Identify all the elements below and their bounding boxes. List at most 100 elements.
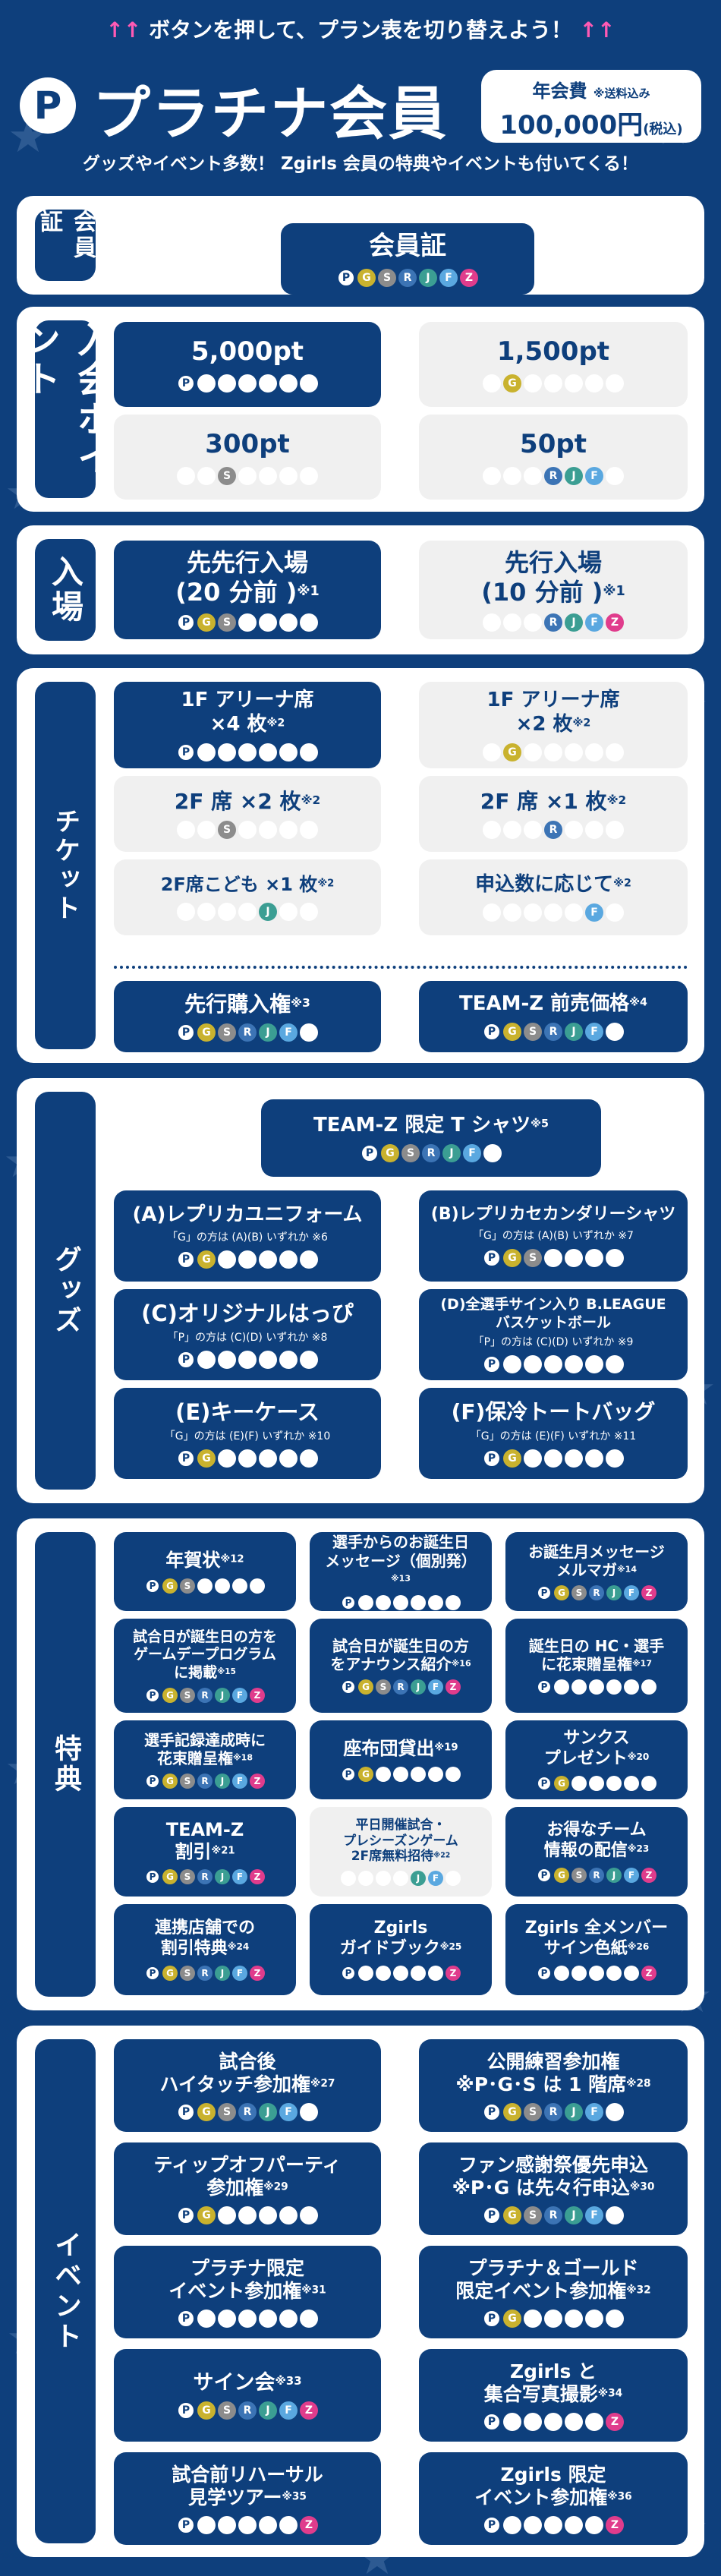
benefit-title-text: Zgirls 全メンバー サイン色紙 xyxy=(524,1919,669,1958)
section-label: 入場 xyxy=(35,539,96,641)
tier-badge-r: R xyxy=(544,466,562,485)
benefit-title: お誕生月メッセージ メルマガ※14 xyxy=(528,1543,665,1580)
tier-badge-p: P xyxy=(177,743,195,761)
tier-badge-s: S xyxy=(524,2206,542,2224)
tier-badge-g: G xyxy=(554,1679,569,1695)
tier-badge-p: P xyxy=(341,1679,356,1695)
section-label-text: グッズ xyxy=(50,1245,81,1336)
tier-badge-g: G xyxy=(358,1965,373,1981)
tier-badge-p: P xyxy=(483,466,501,485)
benefit-title: Zgirls 限定 イベント参加権※36 xyxy=(474,2464,632,2510)
section-label: イベント xyxy=(35,2039,96,2543)
tier-badge-j: J xyxy=(411,1679,426,1695)
tier-badge-p: P xyxy=(537,1965,552,1981)
benefit-title: Zgirls と 集合写真撮影※34 xyxy=(484,2360,623,2407)
tier-badge-z: Z xyxy=(606,1354,624,1373)
footnote-ref: ※13 xyxy=(390,1573,411,1584)
tier-badge-r: R xyxy=(393,1965,408,1981)
tier-badge-r: R xyxy=(238,2206,257,2224)
benefit-title-text: お誕生月メッセージ メルマガ xyxy=(528,1542,665,1579)
tier-badge-g: G xyxy=(197,466,216,485)
tier-badge-s: S xyxy=(218,1023,236,1042)
tier-badge-p: P xyxy=(145,1774,160,1789)
tier-badge-z: Z xyxy=(446,1594,461,1610)
footnote-ref: ※23 xyxy=(627,1843,650,1855)
tier-badge-p: P xyxy=(483,374,501,393)
tier-badge-f: F xyxy=(624,1679,639,1695)
benefit-note: 「G」の方は (E)(F) いずれか ※10 xyxy=(164,1430,331,1443)
benefit-title: 公開練習参加権 ※P･G･S は 1 階席※28 xyxy=(455,2051,650,2097)
tier-badge-g: G xyxy=(197,2206,216,2224)
benefit-title-text: 試合日が誕生日の方 をアナウンス紹介 xyxy=(330,1636,469,1673)
tier-badge-f: F xyxy=(232,1869,247,1885)
tier-badge-g: G xyxy=(162,1687,178,1703)
tier-badge-f: F xyxy=(279,374,298,393)
tier-badge-z: Z xyxy=(641,1867,656,1883)
benefit-title-text: 試合前リハーサル 見学ツアー xyxy=(172,2463,323,2509)
footnote-ref: ※5 xyxy=(531,1118,549,1130)
tier-badge-z: Z xyxy=(300,374,318,393)
benefit-title-text: 2F席こども ×1 枚 xyxy=(160,874,318,896)
tier-badge-r: R xyxy=(238,1351,257,1370)
tier-badge-j: J xyxy=(565,1449,583,1468)
tier-badge-g: G xyxy=(358,1594,373,1610)
tier-badge-j: J xyxy=(565,743,583,761)
tier-badge-g: G xyxy=(554,1965,569,1981)
tier-badge-s: S xyxy=(524,613,542,632)
benefit-title-text: 会員証 xyxy=(369,231,446,262)
tier-badge-g: G xyxy=(197,743,216,761)
tier-badge-p: P xyxy=(537,1585,552,1601)
footnote-ref: ※16 xyxy=(451,1658,471,1669)
tier-badge-z: Z xyxy=(446,1965,461,1981)
benefit-title-text: プラチナ限定 イベント参加権 xyxy=(168,2256,304,2303)
tier-badge-f: F xyxy=(585,2309,603,2328)
tier-badge-r: R xyxy=(238,1449,257,1468)
tier-badge-g: G xyxy=(197,374,216,393)
benefit-note: 「G」の方は (A)(B) いずれか ※7 xyxy=(473,1229,634,1242)
tier-badge-g: G xyxy=(197,1250,216,1269)
section-label: 特典 xyxy=(35,1532,96,1997)
tier-badge-g: G xyxy=(503,2515,521,2534)
tier-badge-z: Z xyxy=(300,2206,318,2224)
tier-badge-z: Z xyxy=(250,1578,265,1594)
tier-badge-r: R xyxy=(544,743,562,761)
tier-badge-p: P xyxy=(341,1766,356,1782)
tier-badge-s: S xyxy=(218,466,236,485)
tier-badge-p: P xyxy=(341,1965,356,1981)
tier-badge-p: P xyxy=(360,1143,379,1162)
section-label-text: 入会ポイント xyxy=(17,320,113,478)
benefit-title-text: 50pt xyxy=(520,429,587,460)
tier-badge-z: Z xyxy=(606,2515,624,2534)
tier-badge-s: S xyxy=(524,2309,542,2328)
tier-badge-g: G xyxy=(197,2515,216,2534)
tier-badge-f: F xyxy=(585,2412,603,2431)
tier-badge-s: S xyxy=(218,821,236,840)
footnote-ref: ※31 xyxy=(301,2284,326,2297)
tier-badge-z: Z xyxy=(300,743,318,761)
tier-badge-g: G xyxy=(503,743,521,761)
tier-badge-f: F xyxy=(279,2206,298,2224)
tier-badge-g: G xyxy=(197,1449,216,1468)
benefit-title-text: TEAM-Z 割引 xyxy=(165,1818,244,1862)
tier-badge-g: G xyxy=(197,902,216,921)
tier-badge-p: P xyxy=(177,2309,195,2328)
